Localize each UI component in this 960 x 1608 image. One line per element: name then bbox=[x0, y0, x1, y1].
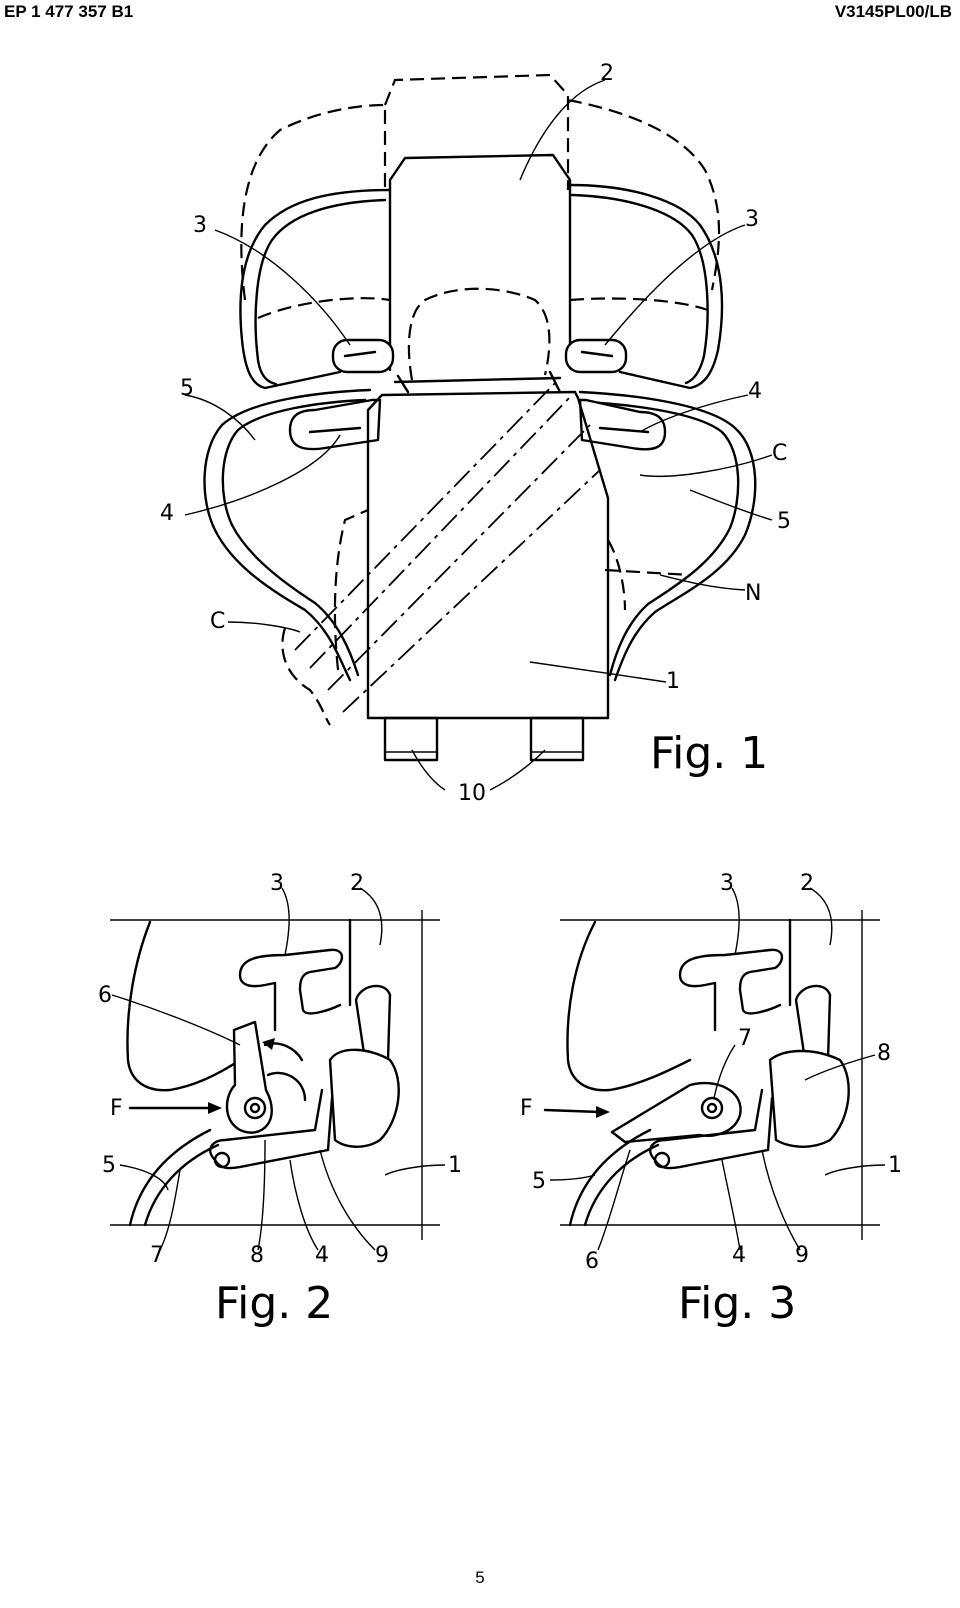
fig3-ref-3: 3 bbox=[720, 871, 734, 896]
fig2-ref-2: 2 bbox=[350, 871, 364, 896]
figure-3: 3 2 7 8 F 5 1 6 4 9 Fig. 3 bbox=[520, 871, 902, 1329]
fig2-ref-5: 5 bbox=[102, 1153, 116, 1178]
fig3-force-arrow bbox=[543, 1108, 602, 1114]
seat-left-wing bbox=[203, 388, 372, 682]
fig1-ref-3-left: 3 bbox=[193, 213, 207, 238]
fig2-ref-8: 8 bbox=[250, 1243, 264, 1268]
belt-line-1 bbox=[294, 377, 561, 651]
fig3-ref-7: 7 bbox=[738, 1026, 752, 1051]
hook-left bbox=[288, 398, 382, 451]
fig2-ref-1: 1 bbox=[448, 1153, 462, 1178]
figure-2-caption: Fig. 2 bbox=[215, 1278, 333, 1329]
figure-2: 3 2 6 F 5 1 7 8 4 9 Fig. 2 bbox=[98, 871, 462, 1329]
backrest-center-panel bbox=[388, 153, 572, 372]
fig2-hook bbox=[209, 1088, 334, 1170]
fig3-ref-6: 6 bbox=[585, 1249, 599, 1274]
figure-3-caption: Fig. 3 bbox=[678, 1278, 796, 1329]
hook-right bbox=[578, 398, 667, 451]
backrest-right-wing bbox=[568, 183, 724, 390]
fig3-hook-eye bbox=[653, 1151, 671, 1169]
seat-left-wing-inner bbox=[221, 398, 367, 677]
belt-guide-right bbox=[564, 338, 628, 374]
fig3-pivot bbox=[700, 1096, 724, 1120]
backrest-raised-outline bbox=[240, 73, 721, 301]
fig1-ref-2: 2 bbox=[600, 61, 614, 86]
fig2-headrest-cushion bbox=[126, 920, 242, 1092]
seat-base bbox=[366, 390, 610, 720]
fig2-arrowhead bbox=[262, 1038, 275, 1050]
figure-1: 2 3 3 5 4 C 4 5 N C 1 10 Fig. 1 bbox=[160, 61, 791, 806]
figure-1-caption: Fig. 1 bbox=[650, 728, 768, 779]
seat-dashed-contour bbox=[333, 508, 691, 671]
page-number: 5 bbox=[475, 1568, 485, 1587]
fig1-ref-5-left: 5 bbox=[180, 376, 194, 401]
belt-guide-left bbox=[331, 338, 395, 374]
fig2-belt-guide bbox=[238, 948, 344, 1032]
fig2-leaders bbox=[111, 887, 446, 1251]
fig2-ref-9: 9 bbox=[375, 1243, 389, 1268]
fig3-ref-9: 9 bbox=[795, 1243, 809, 1268]
fig2-pivot bbox=[243, 1096, 267, 1120]
fig2-pivot-center bbox=[249, 1102, 261, 1114]
belt-end-dashed bbox=[281, 627, 331, 726]
fig2-cam bbox=[266, 1071, 307, 1102]
fig2-ref-3: 3 bbox=[270, 871, 284, 896]
fig3-side-wing bbox=[568, 1128, 660, 1227]
fig3-force-arrowhead bbox=[596, 1106, 610, 1118]
fig3-ref-F: F bbox=[520, 1096, 533, 1121]
fig3-hook bbox=[649, 1088, 774, 1170]
fig2-ref-F: F bbox=[110, 1096, 123, 1121]
fig2-force-arrowhead bbox=[208, 1102, 222, 1114]
backrest-inner-dashed bbox=[257, 287, 709, 381]
fig1-ref-5-right: 5 bbox=[777, 509, 791, 534]
fig2-shell-block bbox=[328, 1048, 400, 1148]
fig3-shell-block bbox=[768, 1049, 850, 1148]
fig1-ref-C-left: C bbox=[210, 609, 225, 634]
fig3-ref-1: 1 bbox=[888, 1153, 902, 1178]
fig1-leaders bbox=[184, 79, 773, 791]
fig2-side-wing bbox=[128, 1128, 220, 1227]
seat-right-wing-inner bbox=[583, 400, 740, 677]
fig3-ref-4: 4 bbox=[732, 1243, 746, 1268]
seat-top-edge bbox=[393, 376, 562, 384]
belt-line-2 bbox=[309, 394, 573, 669]
belt-guide-left-slot bbox=[343, 350, 377, 358]
belt-line-3 bbox=[327, 424, 591, 691]
hook-left-slot bbox=[308, 426, 362, 434]
fig3-pivot-center bbox=[706, 1102, 718, 1114]
backrest-left-wing-inner bbox=[254, 198, 387, 386]
belt-guide-right-slot bbox=[580, 350, 614, 358]
belt-line-4 bbox=[342, 469, 601, 713]
fig1-ref-4-left: 4 bbox=[160, 501, 174, 526]
document-code: V3145PL00/LB bbox=[834, 2, 952, 21]
fig3-belt-guide bbox=[678, 948, 784, 1032]
fig3-headrest-cushion bbox=[566, 920, 692, 1092]
patent-number: EP 1 477 357 B1 bbox=[4, 2, 134, 21]
fig3-leaders bbox=[549, 887, 886, 1251]
fig1-ref-N: N bbox=[745, 581, 761, 606]
foot-right bbox=[529, 716, 585, 762]
fig1-ref-4-right: 4 bbox=[748, 379, 762, 404]
fig2-hook-eye bbox=[213, 1151, 231, 1169]
fig2-ref-7: 7 bbox=[150, 1243, 164, 1268]
fig3-ref-8: 8 bbox=[877, 1041, 891, 1066]
fig3-ref-5: 5 bbox=[532, 1169, 546, 1194]
foot-left bbox=[383, 716, 439, 762]
fig3-ref-2: 2 bbox=[800, 871, 814, 896]
fig1-ref-1: 1 bbox=[666, 669, 680, 694]
fig1-ref-10: 10 bbox=[458, 781, 486, 806]
fig2-ref-6: 6 bbox=[98, 983, 112, 1008]
fig2-ref-4: 4 bbox=[315, 1243, 329, 1268]
backrest-right-wing-inner bbox=[570, 193, 709, 385]
fig1-ref-3-right: 3 bbox=[745, 207, 759, 232]
fig2-lever bbox=[225, 1020, 273, 1134]
seat-right-wing bbox=[578, 390, 757, 682]
fig1-ref-C-right: C bbox=[772, 441, 787, 466]
backrest-left-wing bbox=[239, 188, 392, 390]
